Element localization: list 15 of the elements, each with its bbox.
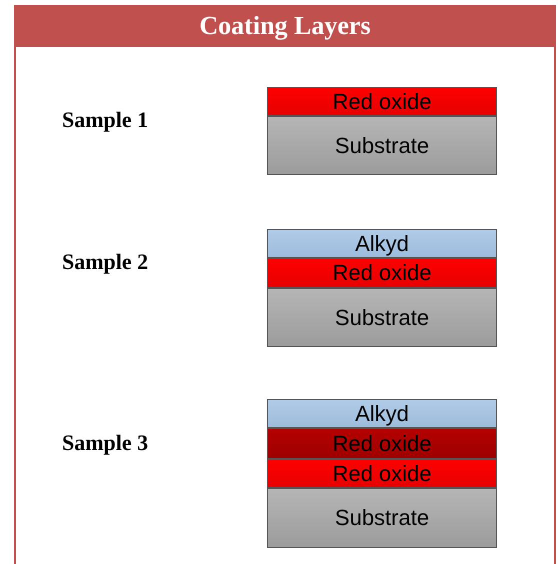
- table-header: Coating Layers: [14, 5, 556, 47]
- coating-layer: Red oxide: [267, 258, 497, 288]
- coating-layer: Substrate: [267, 488, 497, 548]
- sample-label: Sample 1: [62, 107, 148, 133]
- table-row: [14, 360, 556, 564]
- coating-layer: Substrate: [267, 288, 497, 347]
- coating-layer: Red oxide: [267, 87, 497, 116]
- table-row: [14, 47, 556, 191]
- sample-label: Sample 3: [62, 430, 148, 456]
- coating-layer: Alkyd: [267, 399, 497, 428]
- coating-layer: Red oxide: [267, 428, 497, 459]
- coating-layer: Substrate: [267, 116, 497, 175]
- coating-layer: Alkyd: [267, 229, 497, 258]
- coating-layer: Red oxide: [267, 459, 497, 488]
- sample-label: Sample 2: [62, 249, 148, 275]
